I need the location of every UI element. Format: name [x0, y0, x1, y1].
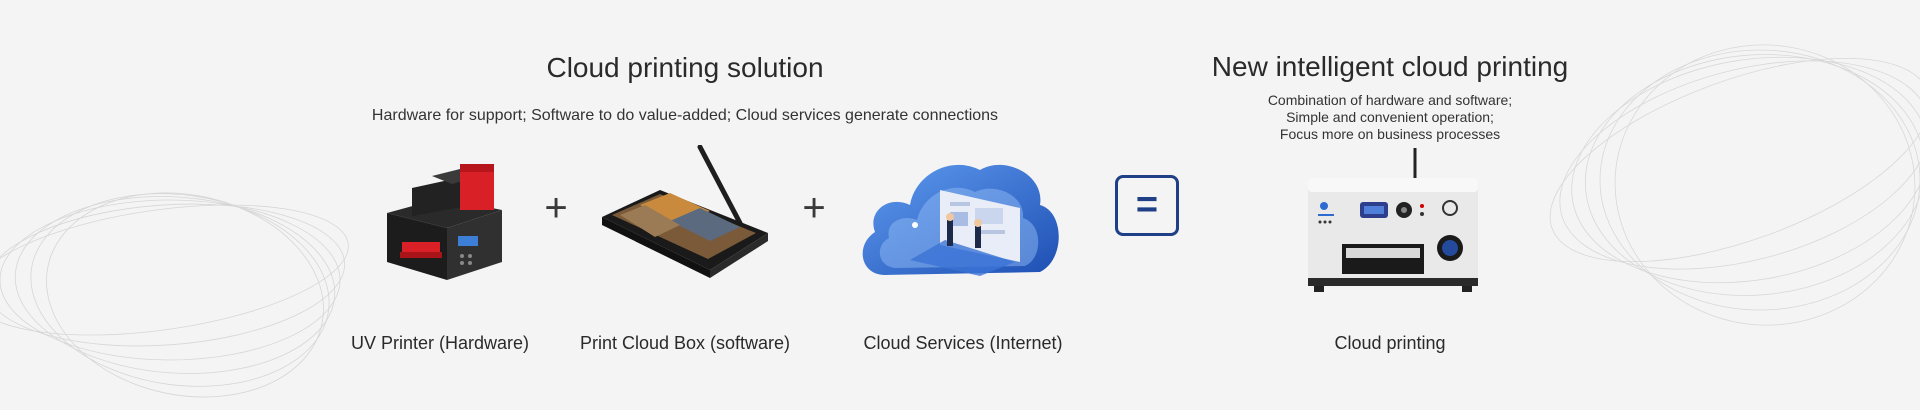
equals-operator: =	[1115, 175, 1179, 236]
plus-operator: +	[544, 186, 568, 230]
print-cloud-box-card	[600, 145, 770, 280]
intelligent-cloud-printing-title: New intelligent cloud printing	[1211, 51, 1569, 82]
subtitle-line: Combination of hardware and software;	[1267, 92, 1513, 108]
intelligent-printing-subtitle: Combination of hardware and software; Si…	[1190, 92, 1590, 143]
cloud-services-caption: Cloud Services (Internet)	[863, 333, 1063, 353]
cloud-printer-icon	[1308, 148, 1478, 292]
cloud-services-icon	[862, 164, 1059, 276]
cloud-printer-card	[1300, 146, 1480, 294]
cloud-printing-caption: Cloud printing	[1334, 333, 1446, 353]
uv-printer-icon	[387, 164, 502, 280]
subtitle-line: Simple and convenient operation;	[1286, 109, 1494, 125]
print-cloud-box-caption: Print Cloud Box (software)	[579, 333, 791, 353]
uv-printer-card	[372, 158, 512, 283]
cloud-services-card	[855, 150, 1065, 280]
cloud-printing-solution-title: Cloud printing solution	[546, 52, 824, 83]
subtitle-line: Focus more on business processes	[1279, 126, 1501, 142]
decorative-wave-left	[0, 192, 349, 398]
plus-operator: +	[802, 186, 826, 230]
uv-printer-caption: UV Printer (Hardware)	[350, 333, 530, 353]
solution-subtitle: Hardware for support; Software to do val…	[371, 107, 999, 124]
tablet-box-icon	[602, 145, 768, 278]
